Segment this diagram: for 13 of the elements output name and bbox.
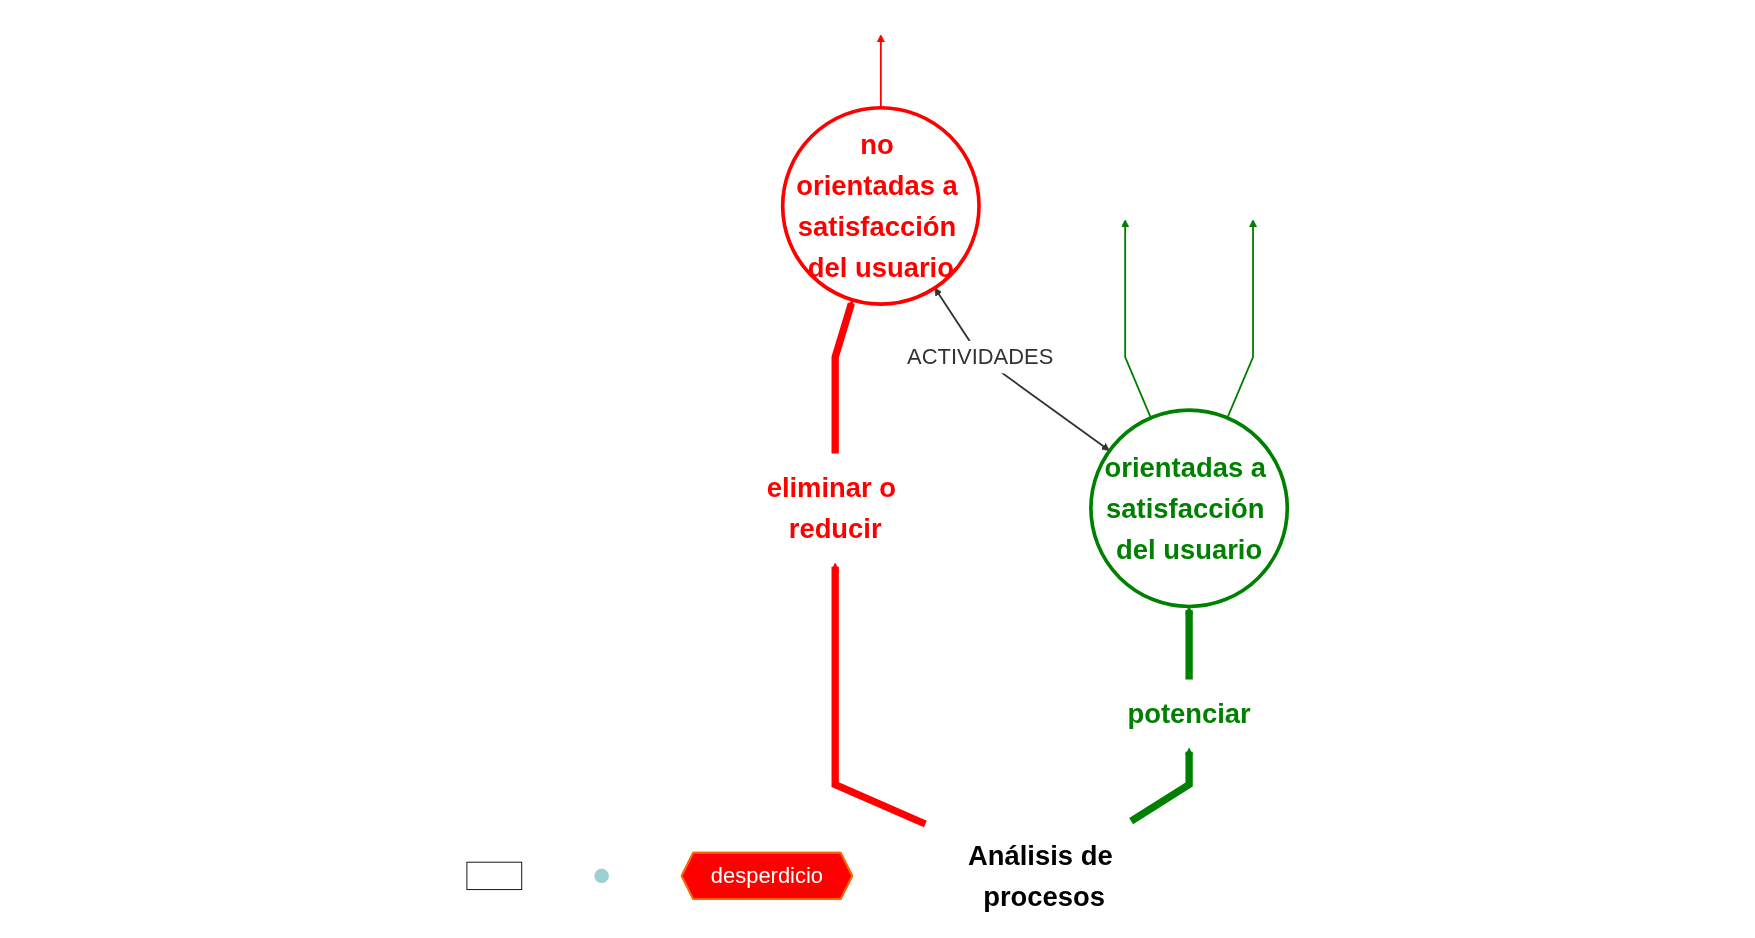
node-text: potenciar xyxy=(1127,698,1252,729)
node-circle: orientadas a satisfacción del usuario xyxy=(1089,408,1290,609)
arrow xyxy=(877,34,886,109)
node-text: Análisis de procesos xyxy=(968,840,1114,912)
node-text: eliminar o reducir xyxy=(767,472,897,544)
arrow xyxy=(1129,747,1194,825)
arrow xyxy=(1121,219,1153,419)
node-circle xyxy=(594,868,610,884)
edge-label: ACTIVIDADES xyxy=(907,344,1054,369)
node-box xyxy=(466,861,523,891)
node-circle: no orientadas a satisfacción del usuario xyxy=(781,105,982,306)
arrow xyxy=(831,562,928,828)
arrow xyxy=(1226,219,1258,419)
